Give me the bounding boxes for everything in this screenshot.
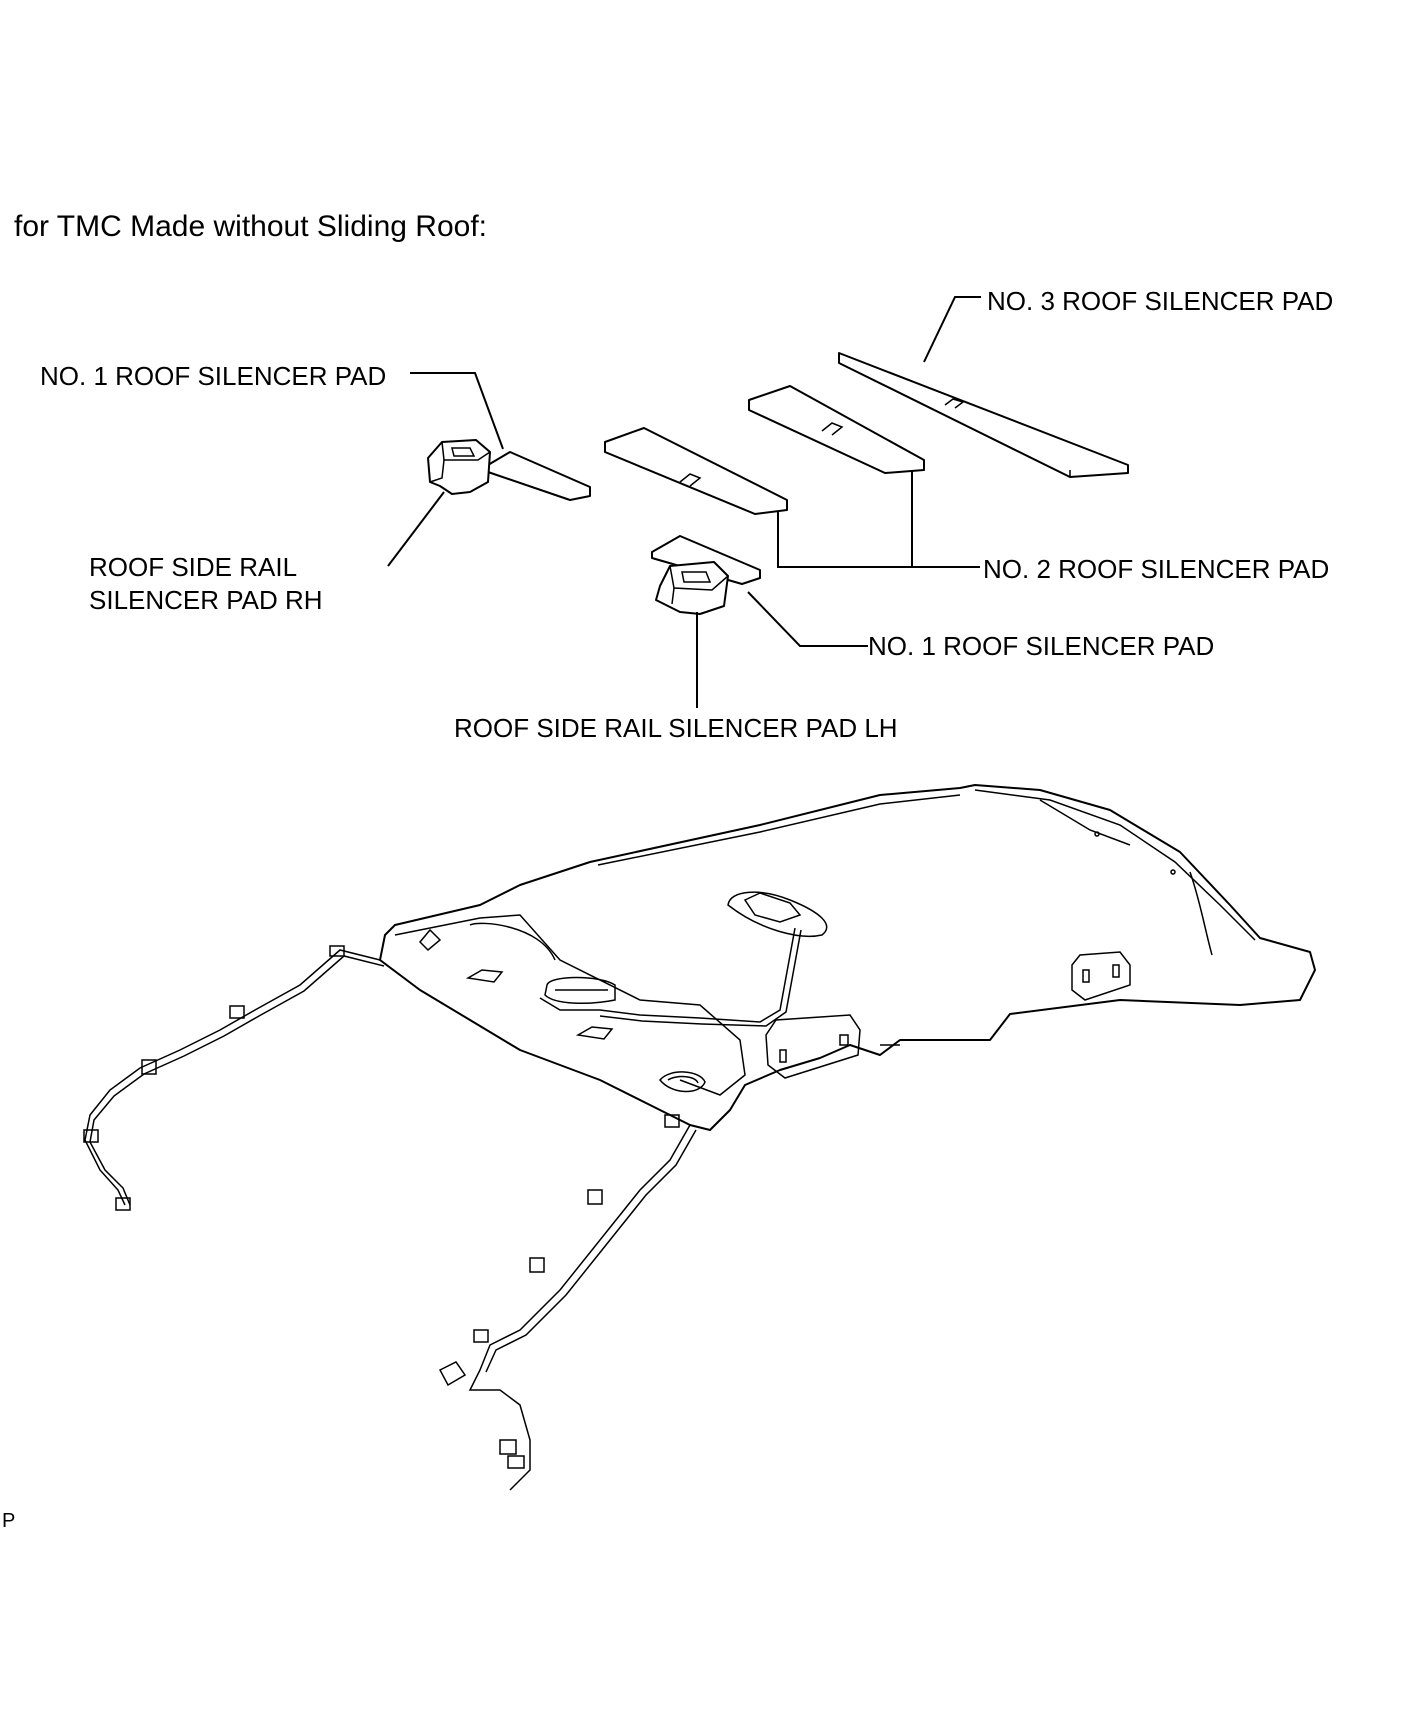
page-title: for TMC Made without Sliding Roof:	[14, 210, 487, 243]
figure-code: P	[2, 1510, 16, 1532]
no2-roof-silencer-pad-lower	[604, 427, 788, 515]
wire-harness-left	[438, 1114, 697, 1491]
label-no2-roof-silencer-pad: NO. 2 ROOF SILENCER PAD	[983, 554, 1330, 584]
label-no1-roof-silencer-pad-left: NO. 1 ROOF SILENCER PAD	[868, 631, 1215, 661]
label-roof-side-rail-silencer-pad-rh-line1: ROOF SIDE RAIL	[89, 552, 298, 582]
label-roof-side-rail-silencer-pad-lh: ROOF SIDE RAIL SILENCER PAD LH	[454, 713, 898, 743]
label-no1-roof-silencer-pad-right: NO. 1 ROOF SILENCER PAD	[40, 361, 387, 391]
roof-side-rail-silencer-pad-lh	[655, 561, 729, 615]
no2-roof-silencer-pad-upper	[748, 385, 925, 474]
roof-headliner	[379, 784, 1316, 1131]
label-no3-roof-silencer-pad: NO. 3 ROOF SILENCER PAD	[987, 286, 1334, 316]
no3-roof-silencer-pad	[838, 352, 1129, 478]
roof-side-rail-silencer-pad-rh	[427, 439, 491, 495]
no1-roof-silencer-pad-right	[487, 451, 591, 501]
leader-lines	[387, 296, 981, 708]
wire-harness-right	[83, 945, 385, 1211]
wire-harness-center	[539, 927, 802, 1027]
label-roof-side-rail-silencer-pad-rh-line2: SILENCER PAD RH	[89, 585, 323, 615]
